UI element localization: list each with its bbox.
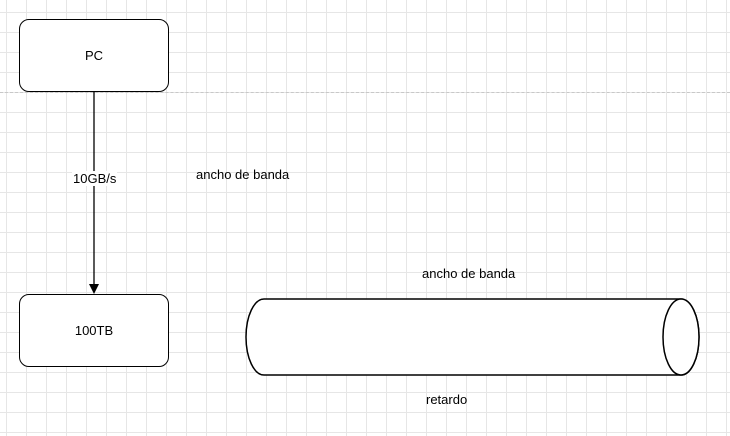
node-pc[interactable]: PC	[19, 19, 169, 92]
label-delay: retardo	[426, 392, 468, 407]
pipe-cylinder-end	[662, 298, 700, 376]
label-bandwidth-left: ancho de banda	[196, 167, 290, 182]
node-storage[interactable]: 100TB	[19, 294, 169, 367]
arrowhead-icon	[89, 284, 99, 294]
edge-label-bandwidth: 10GB/s	[72, 171, 118, 186]
dashed-separator	[0, 92, 730, 93]
node-storage-label: 100TB	[74, 323, 114, 338]
pipe-cylinder[interactable]	[245, 298, 700, 376]
label-bandwidth-pipe: ancho de banda	[422, 266, 516, 281]
node-pc-label: PC	[84, 48, 104, 63]
